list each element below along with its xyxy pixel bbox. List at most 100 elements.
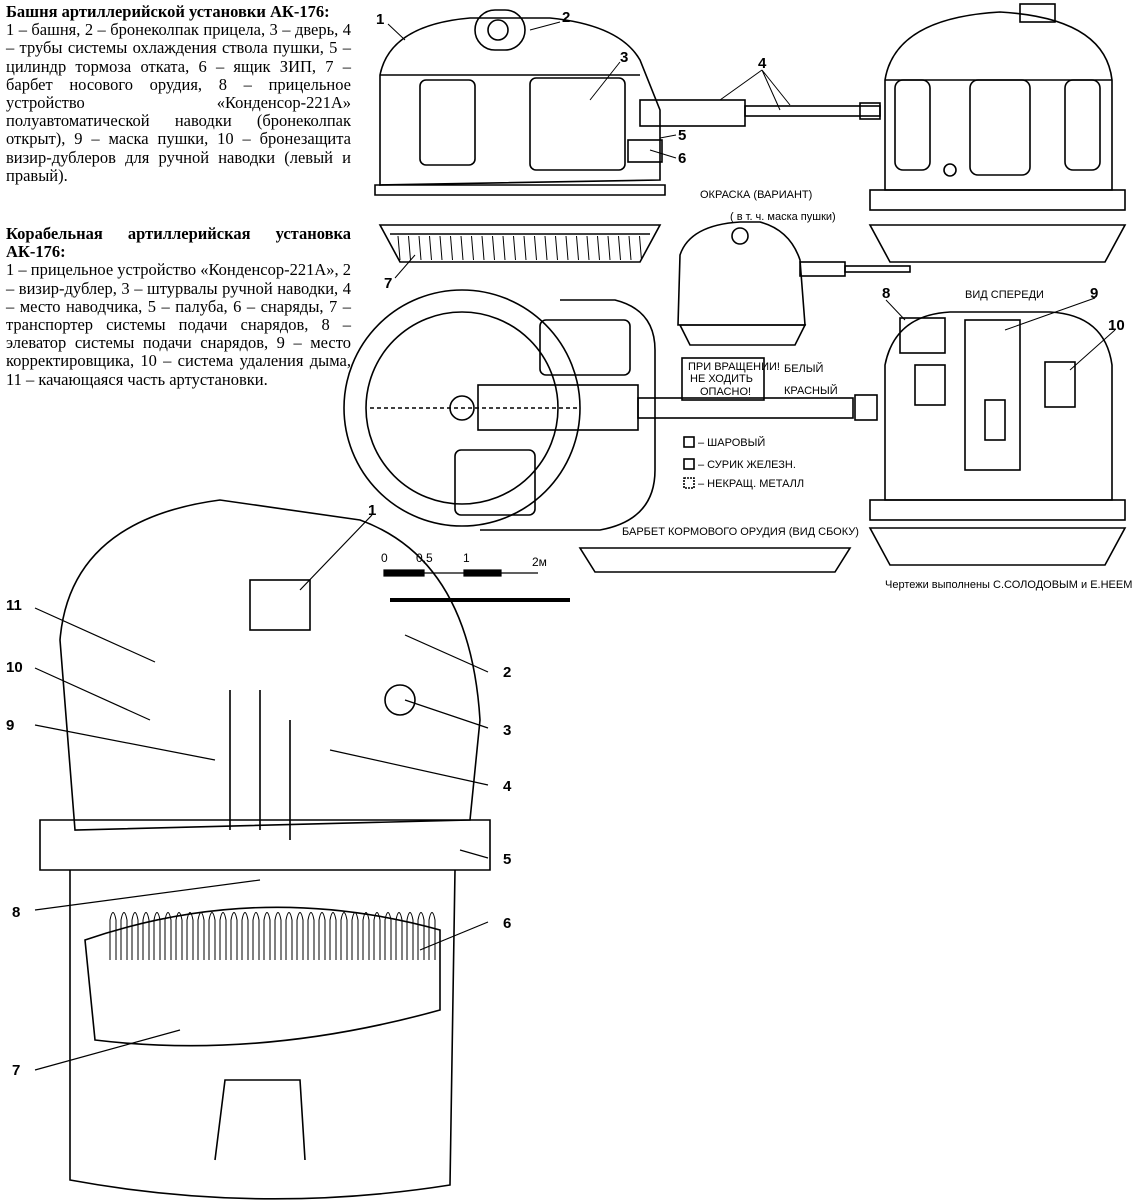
shell <box>164 912 172 960</box>
legend-swatch-ball <box>683 436 695 448</box>
barbette-ribs <box>397 235 642 261</box>
callout-top-8: 8 <box>882 285 890 302</box>
barbette-rib <box>481 235 485 261</box>
shell <box>340 912 348 960</box>
shell <box>373 912 381 960</box>
credits-label: Чертежи выполнены С.СОЛОДОВЫМ и Е.НЕЕМ <box>885 579 1132 591</box>
shell <box>384 912 392 960</box>
shell <box>252 912 260 960</box>
shell <box>142 912 150 960</box>
callout-cut-10: 10 <box>6 659 23 676</box>
turret-top-view <box>343 289 878 531</box>
barbette-rib <box>576 235 579 261</box>
shell <box>230 912 238 960</box>
scale-bar <box>383 569 538 577</box>
top-callout-leaders <box>387 21 1116 371</box>
barbette-rib <box>471 235 474 261</box>
shell <box>208 912 216 960</box>
callout-top-1: 1 <box>376 11 384 28</box>
barbette-rib <box>628 235 632 261</box>
callout-top-2: 2 <box>562 9 570 26</box>
shell <box>263 912 271 960</box>
callout-top-9: 9 <box>1090 285 1098 302</box>
barbette-rib <box>597 235 600 261</box>
barbette-rib <box>607 235 611 261</box>
shell <box>329 912 337 960</box>
white-label: БЕЛЫЙ <box>784 362 823 375</box>
shell <box>175 912 183 960</box>
barbette-rib <box>586 235 590 261</box>
stern-barbette-label: БАРБЕТ КОРМОВОГО ОРУДИЯ (ВИД СБОКУ) <box>622 526 859 538</box>
barbette-rib <box>397 235 401 261</box>
callout-cut-7: 7 <box>12 1062 20 1079</box>
stern-barbette <box>578 547 852 573</box>
shell <box>351 912 359 960</box>
callout-top-6: 6 <box>678 150 686 167</box>
callout-top-4: 4 <box>758 55 767 72</box>
scale-tick-1: 1 <box>463 551 470 565</box>
shell <box>197 912 205 960</box>
turret-caption: Башня артиллерийской установки АК-176: 1… <box>6 2 351 185</box>
turret-caption-body: 1 – башня, 2 – бронеколпак прицела, 3 – … <box>6 20 351 185</box>
front-view-label: ВИД СПЕРЕДИ <box>965 289 1044 301</box>
barbette-rib <box>502 235 506 261</box>
turret-front-view <box>868 311 1127 566</box>
turret-side-view <box>374 9 881 263</box>
callout-cut-5: 5 <box>503 851 511 868</box>
callout-cut-8: 8 <box>12 904 20 921</box>
shell <box>186 912 194 960</box>
callout-cut-4: 4 <box>503 778 512 795</box>
callout-top-5: 5 <box>678 127 686 144</box>
shell <box>241 912 249 960</box>
shell <box>109 912 117 960</box>
callout-cut-9: 9 <box>6 717 14 734</box>
barbette-rib <box>408 235 411 261</box>
turret-caption-title: Башня артиллерийской установки АК-176: <box>6 2 330 21</box>
legend-ball-label: – ШАРОВЫЙ <box>698 436 765 449</box>
shell <box>395 912 403 960</box>
barbette-rib <box>534 235 537 261</box>
scale-tick-0: 0 <box>381 551 388 565</box>
scale-tick-05: 0,5 <box>416 551 433 565</box>
shell <box>120 912 128 960</box>
callout-top-3: 3 <box>620 49 628 66</box>
barbette-rib <box>418 235 422 261</box>
barbette-rib <box>460 235 464 261</box>
scale-tick-2: 2м <box>532 555 547 569</box>
barbette-rib <box>639 235 642 261</box>
shell <box>362 912 370 960</box>
cutaway-callout-leaders <box>34 514 489 1071</box>
shell <box>131 912 139 960</box>
callout-cut-6: 6 <box>503 915 511 932</box>
warning-line-2: НЕ ХОДИТЬ <box>690 373 753 385</box>
barbette-rib <box>523 235 527 261</box>
callout-cut-1: 1 <box>368 502 376 519</box>
shell <box>307 912 315 960</box>
incl-mask-label: ( в т. ч. маска пушки) <box>730 211 836 223</box>
cutaway-mount <box>39 499 570 1200</box>
mount-caption: Корабельная артиллерийская установка АК-… <box>6 224 352 389</box>
shell <box>274 912 282 960</box>
warning-line-1: ПРИ ВРАЩЕНИИ! <box>688 361 780 373</box>
barbette-rib <box>618 235 621 261</box>
shell <box>417 912 425 960</box>
barbette-rib <box>513 235 516 261</box>
paint-scheme-label: ОКРАСКА (ВАРИАНТ) <box>700 189 812 201</box>
legend-minium-label: – СУРИК ЖЕЛЕЗН. <box>698 459 796 471</box>
barbette-rib <box>439 235 443 261</box>
shell <box>219 912 227 960</box>
mount-caption-body: 1 – прицельное устройство «Конденсор-221… <box>6 260 352 389</box>
red-label: КРАСНЫЙ <box>784 384 838 397</box>
legend-bare-label: – НЕКРАЩ. МЕТАЛЛ <box>698 478 804 490</box>
mount-caption-title: Корабельная артиллерийская установка АК-… <box>6 224 351 262</box>
barbette-rib <box>492 235 495 261</box>
callout-cut-2: 2 <box>503 664 511 681</box>
barbette-rib <box>450 235 453 261</box>
warning-line-3: ОПАСНО! <box>700 386 751 398</box>
shell <box>296 912 304 960</box>
warning-sign-box <box>681 357 765 401</box>
shell <box>318 912 326 960</box>
barbette-rib <box>555 235 558 261</box>
turret-rear-view <box>868 3 1127 263</box>
